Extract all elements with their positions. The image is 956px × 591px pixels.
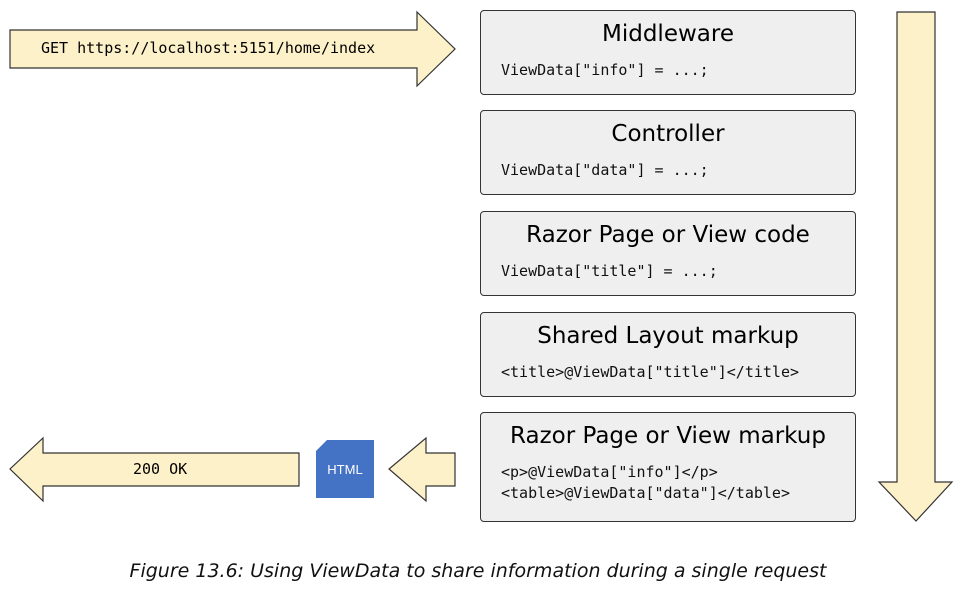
controller-box: Controller ViewData["data"] = ...; [480,110,856,195]
response-arrow [9,436,300,503]
box-code-line: ViewData["data"] = ...; [501,161,709,179]
html-document-label: HTML [327,461,363,477]
request-arrow-label: GET https://localhost:5151/home/index [41,39,376,57]
box-code-line: <table>@ViewData["data"]</table> [501,484,790,502]
box-code-line: <title>@ViewData["title"]</title> [501,363,800,381]
box-code-line: ViewData["title"] = ...; [501,262,718,280]
box-title: Middleware [602,21,734,47]
html-document-icon [316,440,374,498]
figure-caption: Figure 13.6: Using ViewData to share inf… [129,560,827,582]
box-title: Shared Layout markup [537,323,799,349]
shared-layout-box: Shared Layout markup <title>@ViewData["t… [480,312,856,397]
box-title: Razor Page or View markup [510,423,826,449]
box-title: Razor Page or View code [526,222,810,248]
response-arrow-label: 200 OK [133,460,188,478]
box-code-line: ViewData["info"] = ...; [501,61,709,79]
render-arrow [388,436,456,503]
box-title: Controller [611,121,725,147]
request-arrow [9,10,456,88]
box-code-line: <p>@ViewData["info"]</p> [501,463,718,481]
view-code-box: Razor Page or View code ViewData["title"… [480,211,856,296]
middleware-box: Middleware ViewData["info"] = ...; [480,10,856,95]
view-markup-box: Razor Page or View markup <p>@ViewData["… [480,412,856,522]
flow-down-arrow [877,11,954,522]
